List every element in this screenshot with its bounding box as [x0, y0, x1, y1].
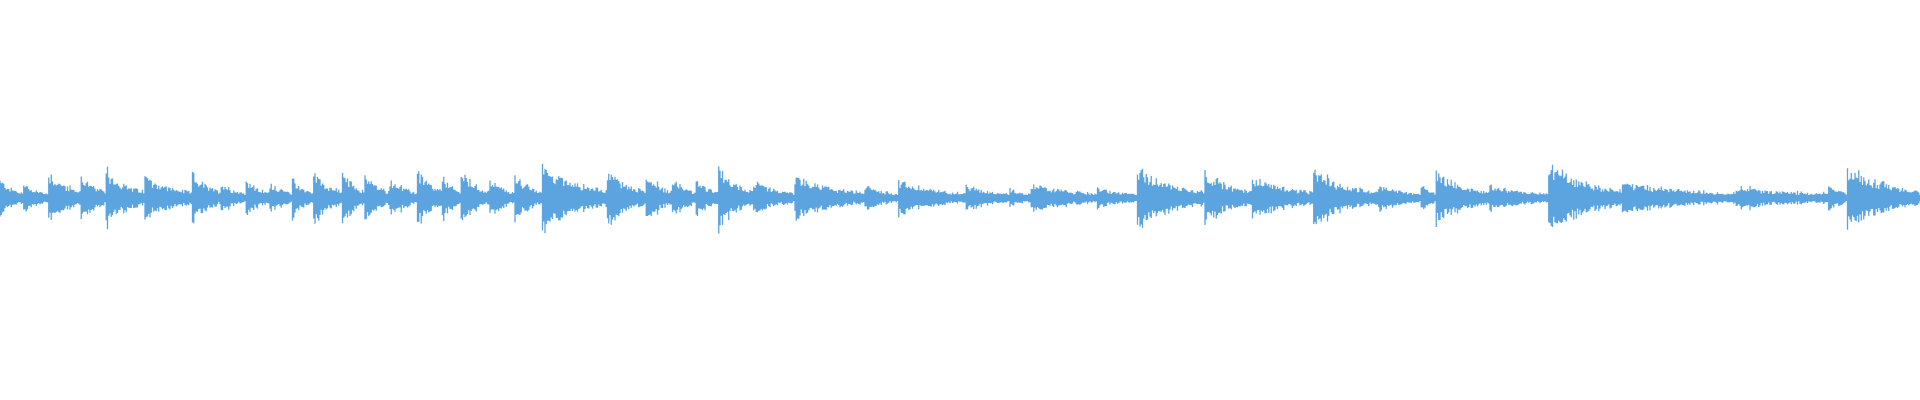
waveform-centerline: [0, 195, 1920, 201]
waveform-bars: [0, 163, 1920, 234]
